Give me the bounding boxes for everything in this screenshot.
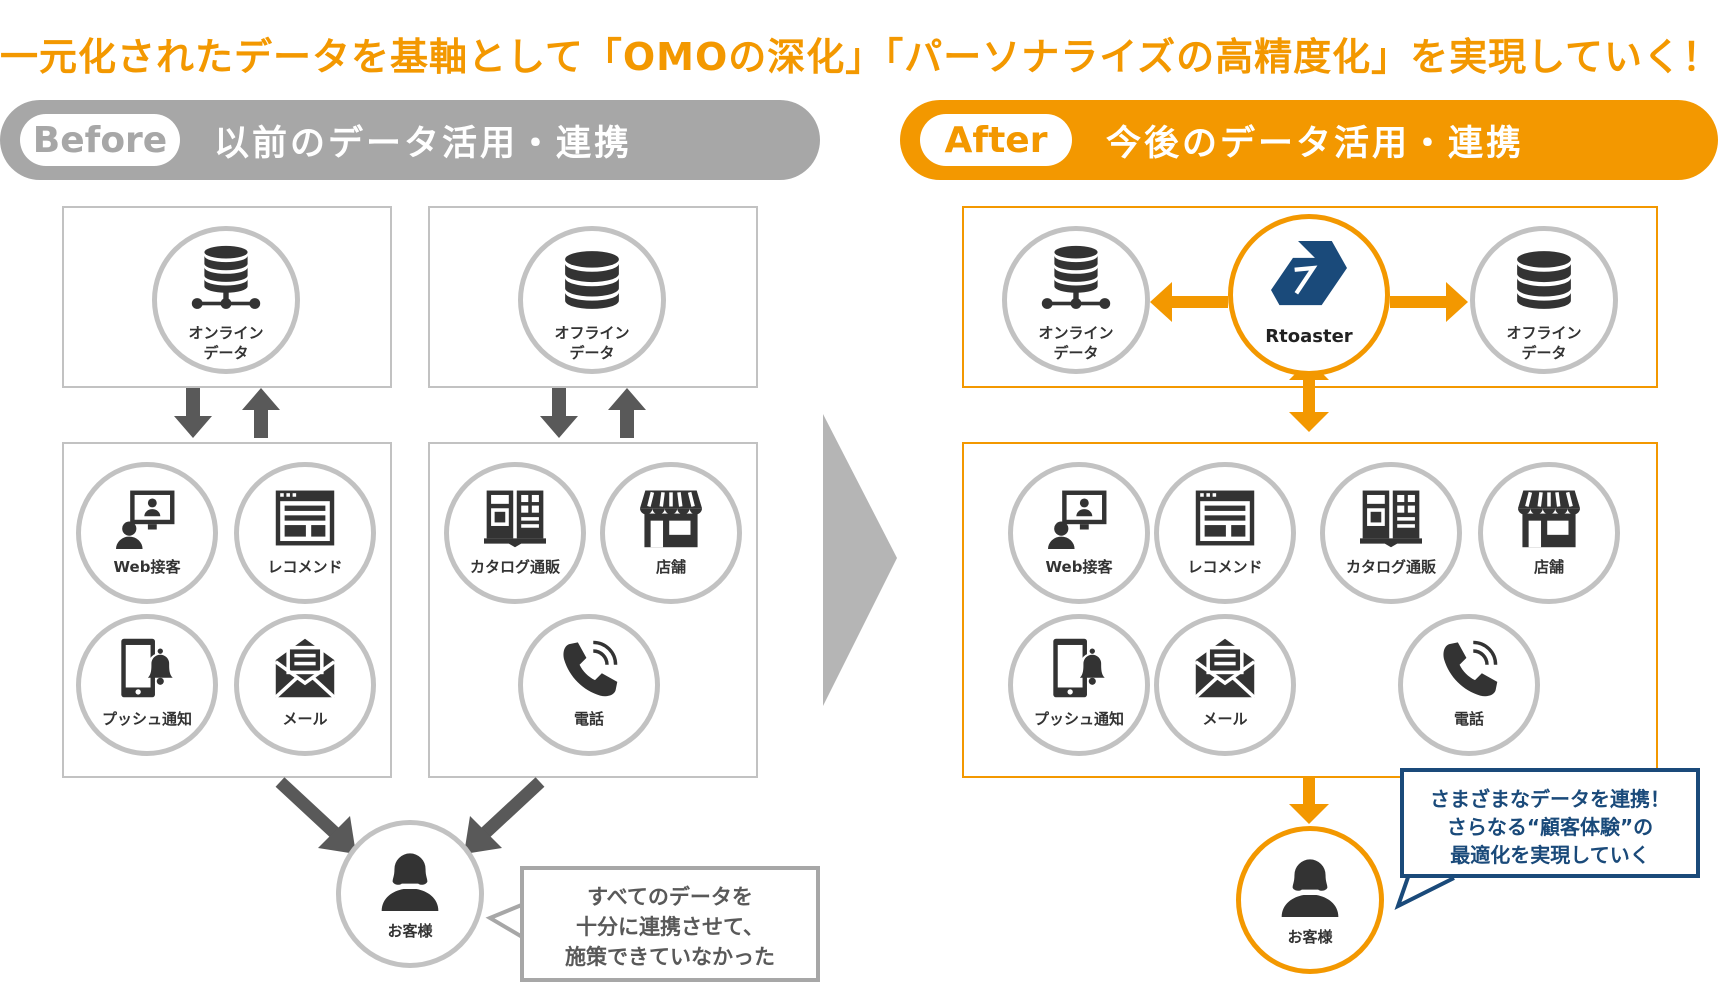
after-note-bubble: さまざまなデータを連携！ さらなる“顧客体験”の 最適化を実現していく bbox=[1400, 768, 1700, 878]
before-note-bubble: すべてのデータを 十分に連携させて、 施策できていなかった bbox=[520, 866, 820, 982]
database-network-icon bbox=[190, 245, 262, 317]
after-offline-data-node: オフライン データ bbox=[1470, 226, 1618, 374]
after-tag: After bbox=[920, 114, 1072, 166]
arrow-left-icon bbox=[1150, 282, 1228, 322]
database-network-icon bbox=[1040, 245, 1112, 317]
after-store-label: 店舗 bbox=[1533, 558, 1564, 576]
arrow-to-customer-right bbox=[479, 777, 545, 839]
phone-icon bbox=[559, 639, 619, 699]
after-customer-label: お客様 bbox=[1287, 928, 1333, 946]
customer-icon bbox=[378, 847, 442, 911]
rtoaster-logo-icon bbox=[1266, 241, 1352, 317]
arrow-down-icon bbox=[1289, 778, 1329, 824]
rtoaster-label: Rtoaster bbox=[1265, 326, 1353, 347]
after-offline-data-label: オフライン データ bbox=[1506, 324, 1582, 362]
after-push-node: プッシュ通知 bbox=[1008, 614, 1150, 756]
database-icon bbox=[561, 249, 623, 311]
before-phone-node: 電話 bbox=[518, 614, 660, 756]
before-catalog-label: カタログ通販 bbox=[469, 558, 560, 576]
before-catalog-node: カタログ通販 bbox=[444, 462, 586, 604]
after-online-data-node: オンライン データ bbox=[1002, 226, 1150, 374]
before-web-node: Web接客 bbox=[76, 462, 218, 604]
before-title: 以前のデータ活用・連携 bbox=[214, 123, 633, 164]
before-offline-data-node: オフライン データ bbox=[518, 226, 666, 374]
database-icon bbox=[1513, 249, 1575, 311]
before-tag: Before bbox=[20, 114, 180, 166]
after-push-label: プッシュ通知 bbox=[1033, 710, 1124, 728]
after-phone-label: 電話 bbox=[1453, 710, 1484, 728]
push-notification-icon bbox=[1048, 637, 1110, 699]
before-bubble-tail bbox=[485, 902, 526, 940]
headline: 一元化されたデータを基軸として「OMOの深化」「パーソナライズの高精度化」を実現… bbox=[0, 35, 1720, 79]
before-recommend-node: レコメンド bbox=[234, 462, 376, 604]
mail-icon bbox=[1194, 637, 1256, 699]
after-phone-node: 電話 bbox=[1398, 614, 1540, 756]
before-recommend-label: レコメンド bbox=[267, 558, 343, 576]
after-web-node: Web接客 bbox=[1008, 462, 1150, 604]
before-customer-node: お客様 bbox=[336, 820, 484, 968]
recommend-window-icon bbox=[1194, 487, 1256, 549]
arrow-up-icon bbox=[608, 388, 646, 438]
catalog-icon bbox=[484, 487, 546, 549]
arrow-down-icon bbox=[174, 388, 212, 438]
arrow-up-icon bbox=[242, 388, 280, 438]
after-catalog-node: カタログ通販 bbox=[1320, 462, 1462, 604]
transition-arrow-icon bbox=[823, 414, 897, 706]
arrow-right-icon bbox=[1390, 282, 1468, 322]
after-title: 今後のデータ活用・連携 bbox=[1106, 123, 1525, 164]
after-recommend-node: レコメンド bbox=[1154, 462, 1296, 604]
after-catalog-label: カタログ通販 bbox=[1345, 558, 1436, 576]
after-customer-node: お客様 bbox=[1236, 826, 1384, 974]
after-recommend-label: レコメンド bbox=[1187, 558, 1263, 576]
before-customer-label: お客様 bbox=[387, 922, 433, 940]
before-web-label: Web接客 bbox=[113, 558, 181, 576]
catalog-icon bbox=[1360, 487, 1422, 549]
recommend-window-icon bbox=[274, 487, 336, 549]
before-online-data-label: オンライン データ bbox=[188, 324, 264, 362]
before-push-node: プッシュ通知 bbox=[76, 614, 218, 756]
after-online-data-label: オンライン データ bbox=[1038, 324, 1114, 362]
web-chat-icon bbox=[1048, 487, 1110, 549]
after-header: After 今後のデータ活用・連携 bbox=[900, 100, 1718, 180]
mail-icon bbox=[274, 637, 336, 699]
arrow-down-icon bbox=[540, 388, 578, 438]
web-chat-icon bbox=[116, 487, 178, 549]
before-phone-label: 電話 bbox=[573, 710, 604, 728]
before-store-label: 店舗 bbox=[655, 558, 686, 576]
after-web-label: Web接客 bbox=[1045, 558, 1113, 576]
rtoaster-hub-node: Rtoaster bbox=[1228, 214, 1390, 376]
customer-icon bbox=[1278, 853, 1342, 917]
store-icon bbox=[1518, 487, 1580, 549]
store-icon bbox=[640, 487, 702, 549]
arrow-to-customer-left bbox=[275, 777, 341, 839]
before-mail-label: メール bbox=[282, 710, 328, 728]
phone-icon bbox=[1439, 639, 1499, 699]
after-mail-label: メール bbox=[1202, 710, 1248, 728]
before-push-label: プッシュ通知 bbox=[101, 710, 192, 728]
push-notification-icon bbox=[116, 637, 178, 699]
before-store-node: 店舗 bbox=[600, 462, 742, 604]
arrow-bidirectional-icon bbox=[1289, 360, 1329, 432]
before-header: Before 以前のデータ活用・連携 bbox=[0, 100, 820, 180]
after-store-node: 店舗 bbox=[1478, 462, 1620, 604]
after-mail-node: メール bbox=[1154, 614, 1296, 756]
before-online-data-node: オンライン データ bbox=[152, 226, 300, 374]
before-mail-node: メール bbox=[234, 614, 376, 756]
before-offline-data-label: オフライン データ bbox=[554, 324, 630, 362]
